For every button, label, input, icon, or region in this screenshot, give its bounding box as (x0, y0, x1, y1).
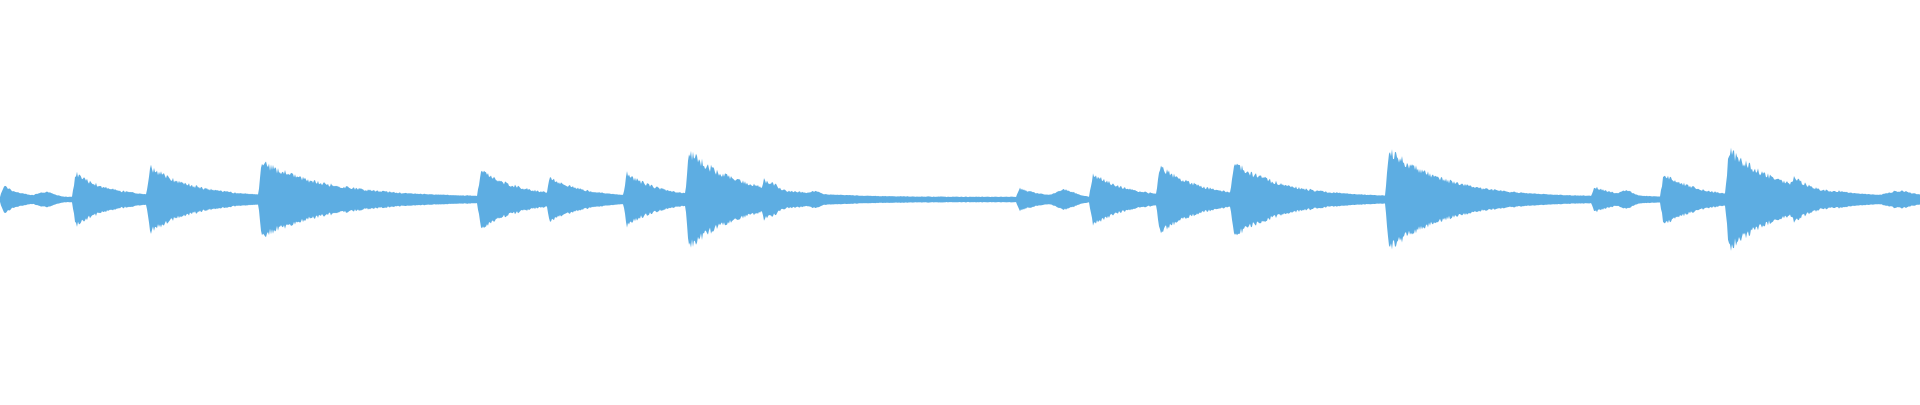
waveform-shape (0, 147, 1920, 251)
